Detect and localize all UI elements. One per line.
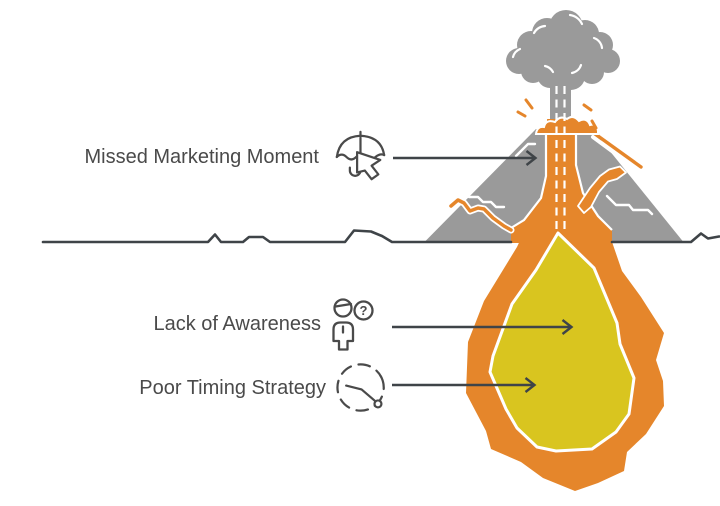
smoke-column: [550, 78, 571, 124]
callout-lack-of-awareness: Lack of Awareness ?: [0, 296, 374, 352]
callout-poor-timing-strategy: Poor Timing Strategy: [0, 360, 392, 416]
conduit-dashes: [555, 86, 566, 230]
question-mark-glyph: ?: [360, 303, 368, 318]
arrow-lack-of-awareness: [392, 319, 574, 335]
label-poor-timing-strategy: Poor Timing Strategy: [139, 377, 326, 399]
arrow-missed-marketing-moment: [393, 150, 538, 166]
label-lack-of-awareness: Lack of Awareness: [153, 313, 321, 335]
crater-lava: [534, 115, 599, 135]
magma-chamber-core: [488, 231, 636, 453]
umbrella-pointer-icon: [335, 130, 386, 181]
smoke-cloud-icon: [506, 10, 620, 90]
arrow-poor-timing-strategy: [392, 377, 537, 393]
clock-dashed-icon: [336, 363, 385, 412]
lava-branch-right: [577, 131, 643, 214]
lava-conduit: [510, 119, 613, 243]
ground-line: [41, 229, 720, 244]
mountain-cracks: [467, 142, 654, 216]
label-missed-marketing-moment: Missed Marketing Moment: [84, 146, 319, 168]
callout-missed-marketing-moment: Missed Marketing Moment: [0, 128, 392, 186]
person-question-icon: ?: [332, 297, 374, 351]
eruption-sparks: [516, 98, 598, 130]
lava-branch-left: [447, 196, 515, 234]
